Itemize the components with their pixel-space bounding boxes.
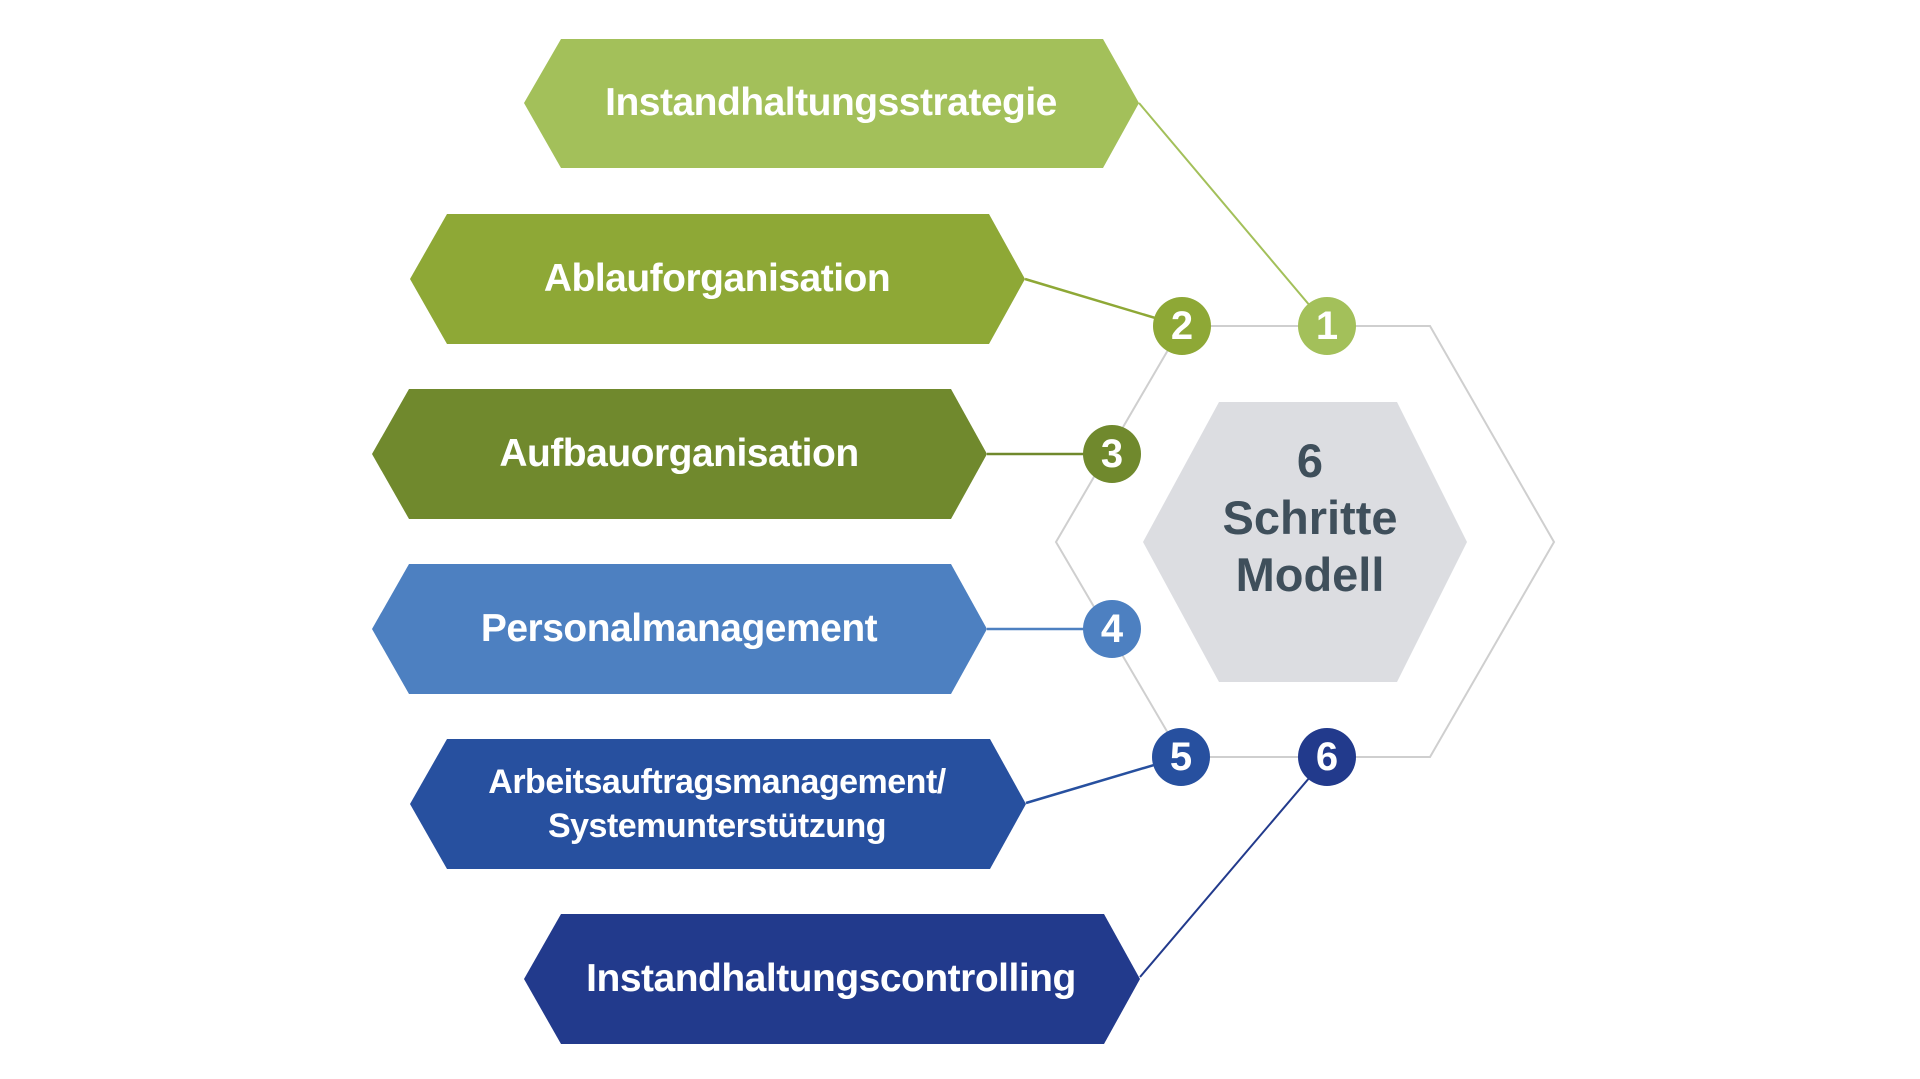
step-number-2: 2 — [1170, 304, 1194, 348]
step-circle-6 — [1298, 728, 1356, 786]
banner-6-shape — [524, 914, 1140, 1044]
center-title-line-2: Schritte — [1222, 491, 1398, 544]
banner-4-shape — [372, 564, 987, 694]
step-number-1: 1 — [1315, 304, 1339, 348]
step-circle-5 — [1152, 728, 1210, 786]
step-circle-4 — [1083, 600, 1141, 658]
center-title-line-3: Modell — [1235, 548, 1385, 601]
center-title-line-1: 6 — [1296, 434, 1324, 487]
connector-line-1 — [1138, 102, 1328, 327]
center-title: 6 Schritte Modell — [1180, 432, 1440, 603]
banner-5-shape — [410, 739, 1026, 869]
step-number-4: 4 — [1100, 607, 1124, 651]
banner-1-shape — [524, 39, 1139, 168]
center-hexagon — [1143, 402, 1467, 682]
banner-label-4: Personalmanagement — [480, 606, 878, 650]
outer-hexagon-outline — [1054, 325, 1556, 758]
step-circle-2 — [1153, 297, 1211, 355]
step-number-3: 3 — [1100, 432, 1124, 476]
banner-label-2: Ablauforganisation — [543, 256, 891, 300]
connector-line-6 — [1139, 756, 1328, 978]
step-circle-1 — [1298, 297, 1356, 355]
banner-label-5: Arbeitsauftragsmanagement/ Systemunterst… — [488, 763, 946, 845]
step-number-6: 6 — [1315, 735, 1339, 779]
banner-3-shape — [372, 389, 987, 519]
banner-2-shape — [410, 214, 1025, 344]
step-circle-3 — [1083, 425, 1141, 483]
step-number-5: 5 — [1169, 735, 1193, 779]
banner-label-6: Instandhaltungscontrolling — [586, 956, 1076, 1000]
banner-label-3: Aufbauorganisation — [499, 431, 859, 475]
banner-label-1: Instandhaltungsstrategie — [605, 81, 1057, 125]
